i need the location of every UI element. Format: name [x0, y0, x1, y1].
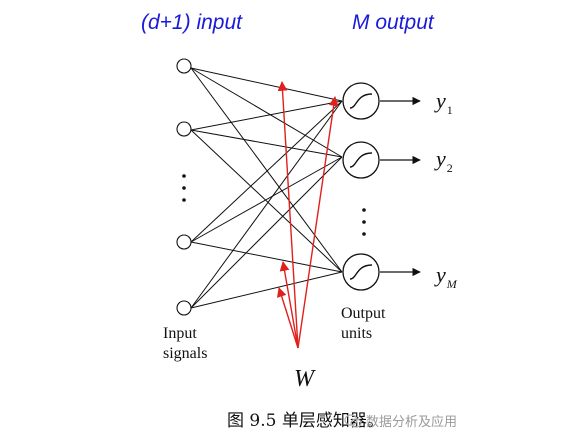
weight-arrow — [277, 81, 299, 349]
output-units — [342, 82, 380, 291]
figure-caption: 图 9.5 单层感知器。 — [227, 411, 384, 431]
connection-line — [190, 67, 343, 102]
weight-arrow — [297, 96, 339, 349]
connection-line — [190, 156, 343, 309]
input-count-label: (d+1) input — [141, 11, 242, 34]
output-symbols: y1 y2 yM — [434, 88, 458, 291]
output-units-label: Output units — [341, 304, 385, 344]
sigmoid-icon — [349, 93, 373, 109]
connection-lines — [190, 67, 343, 309]
output-units-label-line1: Output — [341, 305, 386, 322]
connection-line — [190, 129, 343, 158]
connection-line — [190, 67, 343, 158]
connection-line — [190, 156, 343, 243]
connection-line — [190, 100, 343, 243]
connection-line — [190, 100, 343, 309]
wechat-icon — [344, 413, 362, 428]
input-node — [176, 300, 192, 316]
output-unit — [342, 253, 380, 291]
input-node — [176, 234, 192, 250]
input-node — [176, 58, 192, 74]
output-arrows — [380, 96, 421, 277]
connection-line — [190, 100, 343, 131]
weight-arrows — [276, 81, 339, 349]
weight-arrow — [276, 287, 299, 349]
watermark-text: 数据分析及应用 — [366, 415, 458, 430]
output-ellipsis — [362, 208, 366, 236]
output-count-label: M output — [352, 11, 434, 34]
output-symbol-y1: y1 — [434, 88, 453, 117]
weights-symbol: W — [294, 366, 316, 392]
output-units-label-line2: units — [341, 325, 373, 342]
connection-line — [190, 271, 343, 309]
output-unit — [342, 82, 380, 120]
input-ellipsis — [182, 174, 186, 202]
output-symbol-ym: yM — [434, 262, 458, 291]
input-node — [176, 121, 192, 137]
sigmoid-icon — [349, 264, 373, 280]
sigmoid-icon — [349, 152, 373, 168]
input-signals-label-line2: signals — [163, 345, 208, 362]
watermark: 数据分析及应用 — [344, 411, 457, 430]
output-unit — [342, 141, 380, 179]
connection-line — [190, 241, 343, 273]
connection-line — [190, 67, 343, 273]
input-nodes — [176, 58, 192, 316]
connection-line — [190, 129, 343, 273]
input-signals-label-line1: Input — [163, 325, 197, 342]
weight-arrow — [279, 261, 299, 349]
output-symbol-y2: y2 — [434, 146, 453, 175]
input-signals-label: Input signals — [163, 324, 207, 364]
